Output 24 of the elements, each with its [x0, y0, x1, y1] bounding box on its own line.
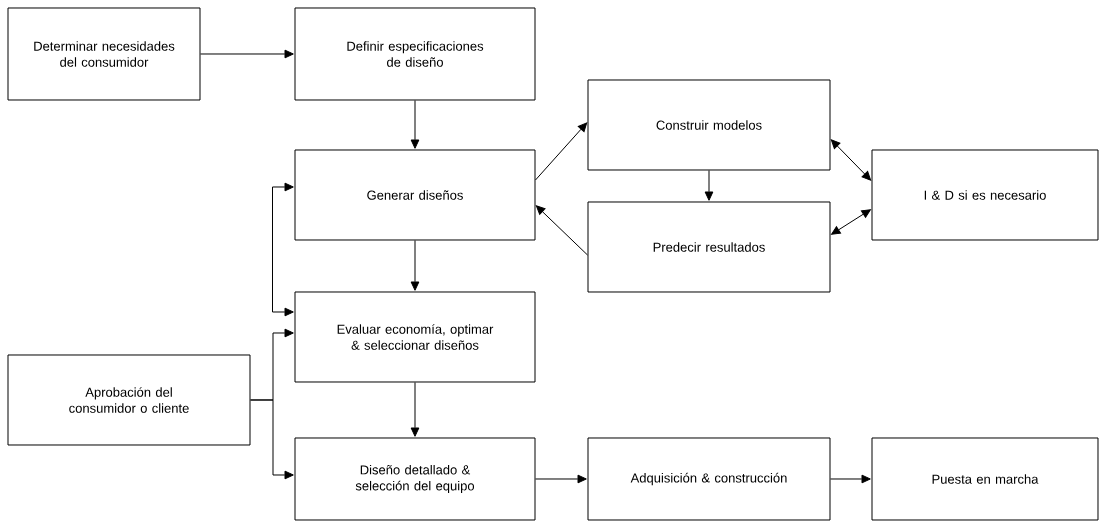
arrow [410, 382, 420, 437]
arrow [831, 209, 871, 235]
arrow [410, 100, 420, 149]
process-box: I & D si es necesario [871, 149, 1099, 241]
arrow [704, 170, 714, 201]
arrow [535, 474, 587, 484]
arrow [830, 474, 871, 484]
process-box: Definir especificaciones de diseño [294, 7, 536, 101]
process-box: Evaluar economía, optimar & seleccionar diseños [294, 291, 536, 383]
process-box: Diseño detallado & selección del equipo [294, 437, 536, 521]
arrow [535, 205, 588, 256]
process-box: Puesta en marcha [871, 437, 1099, 521]
arrow [535, 122, 588, 181]
arrow [200, 49, 294, 59]
process-box: Determinar necesidades del consumidor [7, 7, 201, 101]
arrow [830, 139, 872, 181]
process-box: Construir modelos [587, 79, 831, 171]
arrow [272, 182, 294, 317]
process-box: Adquisición & construcción [587, 437, 831, 521]
arrow [410, 240, 420, 291]
process-box: Predecir resultados [587, 201, 831, 293]
process-box: Generar diseños [294, 149, 536, 241]
arrow [250, 399, 294, 480]
process-box: Aprobación del consumidor o cliente [7, 354, 251, 446]
